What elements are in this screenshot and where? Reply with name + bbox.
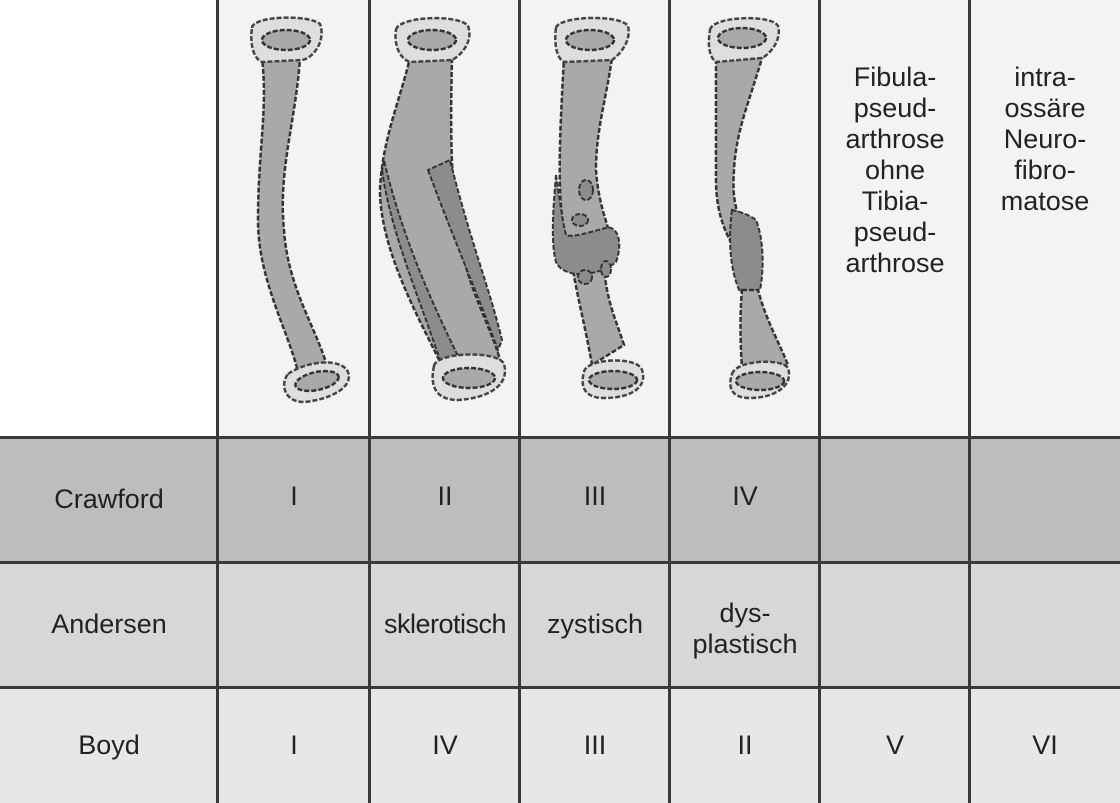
crawford-cell: I bbox=[218, 437, 370, 562]
bone-illustration-type-4 bbox=[707, 16, 791, 400]
grid-line bbox=[668, 0, 671, 803]
boyd-cell: VI bbox=[970, 687, 1120, 803]
andersen-cell: dys- plastisch bbox=[670, 562, 820, 687]
crawford-cell bbox=[970, 437, 1120, 562]
boyd-cell: IV bbox=[370, 687, 520, 803]
grid-line bbox=[518, 0, 521, 803]
grid-line bbox=[0, 436, 1120, 439]
header-intraosseous-neurofibromatosis: intra- ossäre Neuro- fibro- matose bbox=[1000, 62, 1090, 216]
andersen-cell: zystisch bbox=[520, 562, 670, 687]
grid-line bbox=[216, 0, 219, 803]
bone-illustration-type-1 bbox=[250, 16, 351, 404]
row-label-crawford: Crawford bbox=[0, 437, 218, 562]
crawford-cell: II bbox=[370, 437, 520, 562]
andersen-cell bbox=[218, 562, 370, 687]
grid-line bbox=[0, 686, 1120, 689]
grid-line bbox=[368, 0, 371, 803]
crawford-cell: IV bbox=[670, 437, 820, 562]
header-corner-cell bbox=[0, 0, 218, 437]
grid-line bbox=[0, 561, 1120, 564]
boyd-cell: III bbox=[520, 687, 670, 803]
row-label-boyd: Boyd bbox=[0, 687, 218, 803]
andersen-cell bbox=[820, 562, 970, 687]
boyd-cell: V bbox=[820, 687, 970, 803]
grid-line bbox=[968, 0, 971, 803]
bone-illustration-type-2 bbox=[378, 16, 507, 402]
andersen-cell bbox=[970, 562, 1120, 687]
boyd-cell: II bbox=[670, 687, 820, 803]
crawford-cell bbox=[820, 437, 970, 562]
crawford-cell: III bbox=[520, 437, 670, 562]
grid-line bbox=[818, 0, 821, 803]
bone-illustration-type-3 bbox=[551, 16, 645, 400]
andersen-cell: sklerotisch bbox=[370, 562, 520, 687]
boyd-cell: I bbox=[218, 687, 370, 803]
header-fibula-pseudarthrosis: Fibula- pseud- arthrose ohne Tibia- pseu… bbox=[845, 62, 945, 278]
row-label-andersen: Andersen bbox=[0, 562, 218, 687]
